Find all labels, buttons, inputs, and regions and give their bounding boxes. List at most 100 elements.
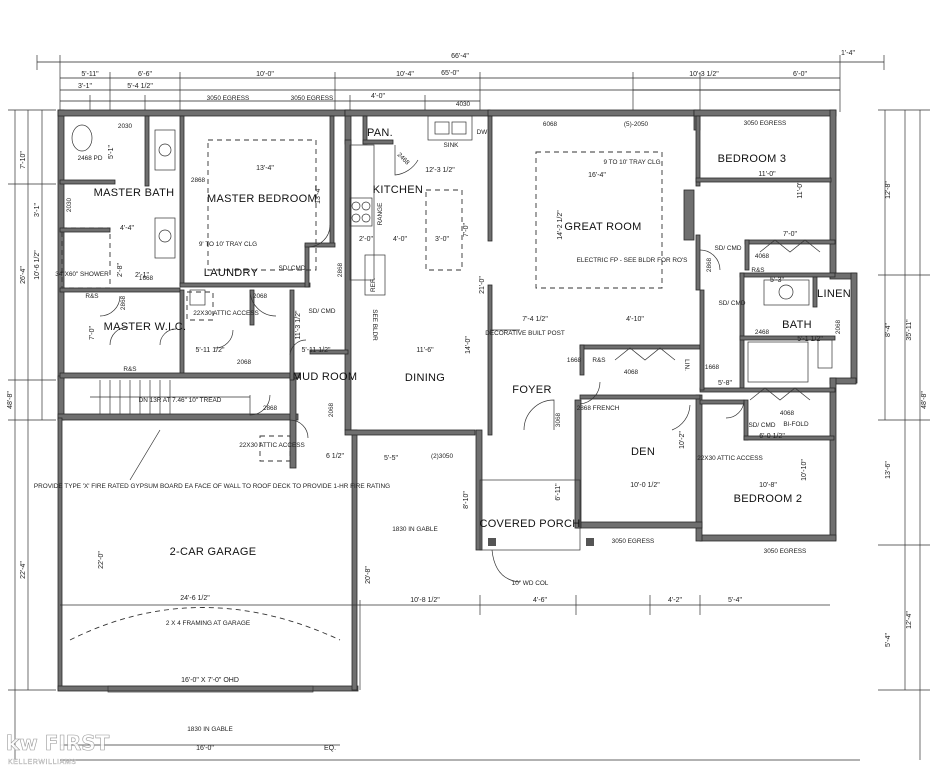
room-bedroom-3: BEDROOM 3 [718,153,787,165]
watermark-brand: kw FIRST [6,731,110,755]
dim-br3-closet: 7'-0" [783,231,797,238]
label-door-1668c: 1668 [705,364,720,371]
dim-right-3: 8'-4" [885,323,892,337]
dim-kitchen-d: 4'-0" [393,236,407,243]
dim-top-seg-3: 10'-0" [256,71,274,78]
label-dw: DW [477,129,489,136]
stair [90,380,250,414]
dim-left-3: 26'-4" [20,266,27,284]
dim-mbath-4: 4'-4" [120,225,134,232]
dim-kitchen-w: 12'-3 1/2" [425,167,455,174]
room-mud-room: MUD ROOM [293,371,358,383]
label-door-1668a: 1668 [139,275,154,282]
label-sd-cmd-1: SD/ CMD [279,265,306,272]
label-door-1668b: 1668 [567,357,582,364]
dim-top-sub-2: 5'-4 1/2" [127,83,153,90]
dim-den-w: 10'-0 1/2" [630,482,660,489]
dim-br3-w: 11'-0" [758,171,776,178]
label-rs-2: R&S [123,366,136,373]
dim-laundry-2: 2'-1" [135,272,149,279]
label-egress-3: 3050 EGRESS [744,120,787,127]
room-master-bedroom: MASTER BEDROOM [207,193,317,205]
room-laundry: LAUNDRY [204,267,259,279]
dim-kitchen-7: 7'-0" [463,223,470,237]
dim-left-mbath: 3'-1" [34,203,41,217]
label-egress-4: 3050 EGRESS [612,538,655,545]
room-pantry: PAN. [367,127,393,139]
label-door-5-2050: (5)-2050 [624,121,649,128]
label-door-2068b: 2068 [237,359,252,366]
label-door-2868b: 2868 [337,262,344,277]
door-swings [99,145,821,439]
dim-right-6: 5'-4" [885,633,892,647]
label-attic-access-1: 22X30 ATTIC ACCESS [193,310,259,317]
room-linen: LINEN [817,288,851,300]
dim-porch-2: 6'-11" [555,483,562,501]
front-dimension-lines [60,595,860,761]
dim-top-seg-6: 6'-0" [793,71,807,78]
label-window-4030: 4030 [456,101,471,108]
dim-left-overall: 48'-8" [7,391,14,409]
dim-wic-d: 7'-0" [89,326,96,340]
dim-porch-right: 20'-8" [365,566,372,584]
dim-garage-door-bottom: 16'-0" [196,745,214,752]
label-door-2468: 2468 [396,151,411,166]
label-door-2068d: 2068 [835,319,842,334]
kitchen-fixtures [349,115,473,296]
label-sink: SINK [444,142,460,149]
dim-right-5: 12'-4" [906,611,913,629]
dim-wic-2: 5'-11 1/2" [196,347,226,354]
label-attic-access-3: 22X30 ATTIC ACCESS [697,455,763,462]
dim-overall-top-1: 66'-4" [451,53,469,60]
label-door-2868a: 2868 [191,177,206,184]
label-gable-2: 1830 IN GABLE [187,726,232,733]
label-attic-access-2: 22X30 ATTIC ACCESS [239,442,305,449]
dim-garage-door: 16'-0" X 7'-0" OHD [181,677,239,684]
label-door-2068: 2068 [253,293,268,300]
dim-mbath-5: 5'-1" [108,145,115,159]
dim-top-seg-1: 5'-11" [81,71,99,78]
watermark-sub: KELLERWILLIAMS [8,759,77,766]
dim-right-4: 13'-6" [885,461,892,479]
dim-bath-w: 5'-1 1/2" [797,336,823,343]
label-sd-cmd-2: SD/ CMD [309,308,336,315]
label-tray-clg-1: 9' TO 10' TRAY CLG [199,241,257,248]
dim-great-w: 16'-4" [588,172,606,179]
dim-left-2: 10'-6 1/2" [34,250,41,280]
label-egress-1: 3050 EGRESS [207,95,250,102]
dim-br2-w: 10'-8" [759,482,777,489]
label-electric-fp: ELECTRIC FP - SEE BLDR FOR RO'S [577,257,688,264]
label-sd-cmd-4: SD/ CMD [719,300,746,307]
label-window-2-3050: (2)3050 [431,453,453,460]
label-door-6068: 6068 [543,121,558,128]
label-fire-rating: PROVIDE TYPE 'X' FIRE RATED GYPSUM BOARD… [34,483,390,490]
dim-overall-top-2: 65'-0" [441,70,459,77]
label-window-2030b: 2030 [66,197,73,212]
label-see-bldr: SEE BLDR [371,309,378,341]
porch [479,329,594,583]
room-den: DEN [631,446,655,458]
note-stair-tread: DN 13R AT 7.46" 10" TREAD [139,397,222,404]
dim-right-1: 12'-8" [885,181,892,199]
label-door-2868c: 2868 [120,295,127,310]
label-door-3068: 3068 [555,412,562,427]
label-door-2868d: 2868 [263,405,278,412]
dashed-features [61,139,663,462]
top-dimension-lines [36,55,885,112]
room-bath: BATH [782,319,812,331]
label-bi-fold: BI-FOLD [783,421,809,428]
dim-great-d: 14'-2 1/2" [557,210,564,240]
label-sd-cmd-5: SD/ CMD [749,422,776,429]
dim-kitchen-island: 3'-0" [435,236,449,243]
dim-laundry-28: 2'-8" [117,263,124,277]
dim-bath-top: 5'-3" [770,277,784,284]
dim-eq: EQ. [324,745,336,752]
label-rs-1: R&S [85,293,98,300]
dim-right-2: 35'-11" [906,319,913,341]
dim-dining-d: 14'-0" [465,336,472,354]
dim-garage-w: 24'-6 1/2" [180,595,210,602]
dim-left-1: 7'-10" [20,151,27,169]
fireplace [683,189,695,241]
room-master-wic: MASTER W.I.C. [104,321,187,333]
